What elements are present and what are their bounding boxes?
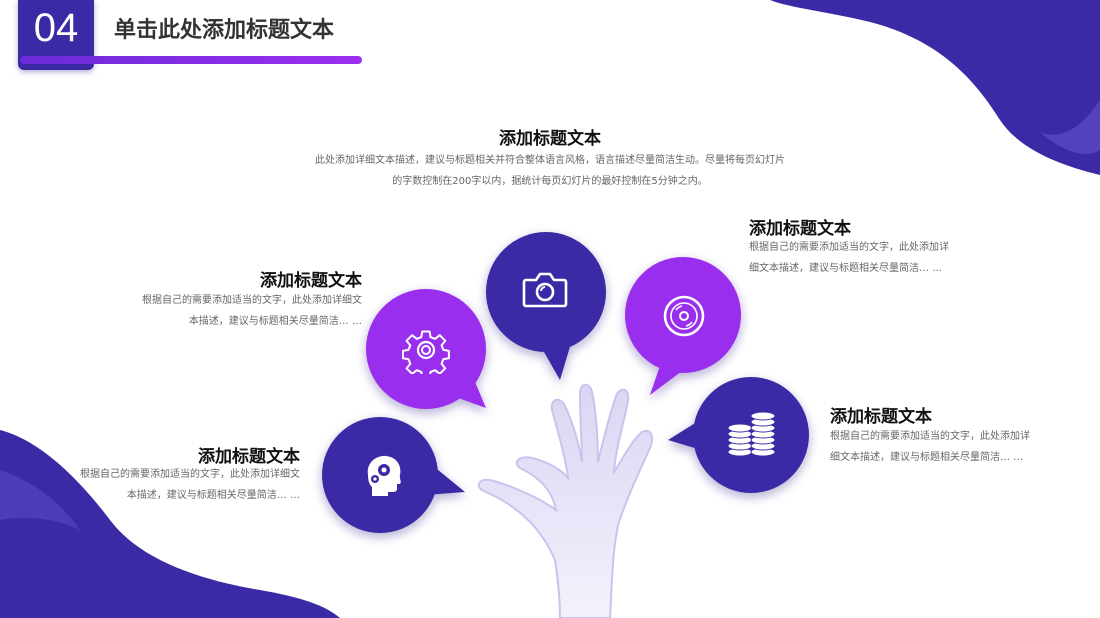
bottom-left-wave-light <box>0 470 80 530</box>
left-upper-line2[interactable]: 本描述，建议与标题相关尽量简洁… … <box>188 316 362 327</box>
head-gear-icon <box>367 455 401 496</box>
right-lower-line1[interactable]: 根据自己的需要添加适当的文字，此处添加详 <box>830 431 1030 442</box>
title-underline <box>20 56 362 64</box>
disc-icon <box>663 295 705 337</box>
right-upper-line2[interactable]: 细文本描述，建议与标题相关尽量简洁… … <box>749 263 943 274</box>
section-number: 04 <box>33 6 79 50</box>
hand-illustration <box>477 383 653 618</box>
coins-icon <box>727 412 776 457</box>
right-upper-line1[interactable]: 根据自己的需要添加适当的文字，此处添加详 <box>749 242 949 253</box>
bubble-gear <box>366 289 486 409</box>
top-description-line1[interactable]: 此处添加详细文本描述，建议与标题相关并符合整体语言风格，语言描述尽量简洁生动。尽… <box>315 155 785 166</box>
top-right-wave-light <box>1040 100 1100 154</box>
left-lower-heading[interactable]: 添加标题文本 <box>198 447 300 467</box>
bubble-disc <box>625 257 741 395</box>
bottom-left-wave <box>0 430 340 618</box>
right-lower-heading[interactable]: 添加标题文本 <box>830 407 932 427</box>
top-heading[interactable]: 添加标题文本 <box>499 129 601 149</box>
left-lower-line1[interactable]: 根据自己的需要添加适当的文字，此处添加详细文 <box>80 469 300 480</box>
page-title[interactable]: 单击此处添加标题文本 <box>114 18 335 43</box>
gear-icon <box>402 330 450 374</box>
left-upper-line1[interactable]: 根据自己的需要添加适当的文字，此处添加详细文 <box>142 295 362 306</box>
right-upper-heading[interactable]: 添加标题文本 <box>749 219 851 239</box>
camera-icon <box>522 272 568 308</box>
left-lower-line2[interactable]: 本描述，建议与标题相关尽量简洁… … <box>126 490 300 501</box>
bubble-camera <box>486 232 606 380</box>
top-right-wave <box>770 0 1100 175</box>
right-lower-line2[interactable]: 细文本描述，建议与标题相关尽量简洁… … <box>830 452 1024 463</box>
top-description-line2[interactable]: 的字数控制在200字以内，据统计每页幻灯片的最好控制在5分钟之内。 <box>392 176 708 187</box>
left-upper-heading[interactable]: 添加标题文本 <box>260 271 362 291</box>
